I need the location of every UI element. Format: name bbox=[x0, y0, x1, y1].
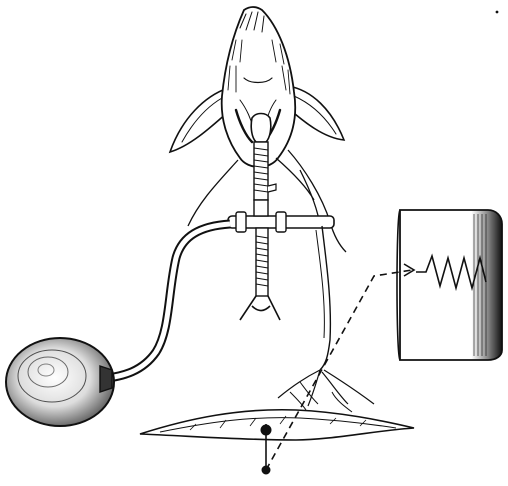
speck-mark bbox=[496, 11, 499, 14]
diaphragm-muscle-icon bbox=[140, 410, 414, 474]
recording-drum-icon bbox=[397, 210, 502, 360]
vagus-nerve-icon bbox=[278, 226, 374, 412]
inflation-bulb-icon bbox=[6, 338, 114, 426]
rubber-tube-icon bbox=[108, 224, 230, 378]
